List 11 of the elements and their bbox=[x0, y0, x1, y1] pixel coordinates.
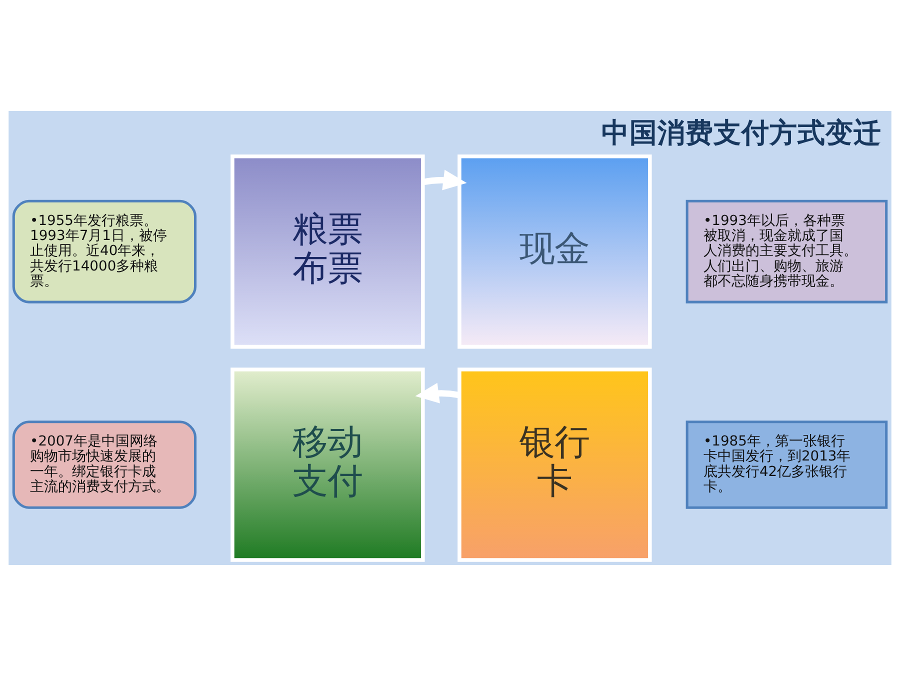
node-box: 银行卡 bbox=[458, 367, 652, 562]
node-box: 粮票布票 bbox=[230, 154, 425, 348]
node-box: 移动支付 bbox=[230, 367, 425, 562]
node-box: •2007年是中国网络购物市场快速发展的一年。绑定银行卡成主流的消费支付方式。 bbox=[12, 420, 197, 508]
arrow bbox=[415, 382, 460, 403]
node-box: •1955年发行粮票。1993年7月1日，被停止使用。近40年来，共发行14000多种粮票。 bbox=[12, 199, 197, 303]
diagram-title: 中国消费支付方式变迁 bbox=[601, 116, 882, 149]
arrow bbox=[422, 169, 467, 190]
node-box: 现金 bbox=[458, 154, 652, 348]
node-box: •1985年，第一张银行卡中国发行，到2013年底共发行42亿多张银行卡。 bbox=[686, 420, 888, 508]
node-box: •1993年以后，各种票被取消，现金就成了国人消费的主要支付工具。人们出门、购物、旅游都不忘随身携带现金。 bbox=[686, 199, 888, 303]
